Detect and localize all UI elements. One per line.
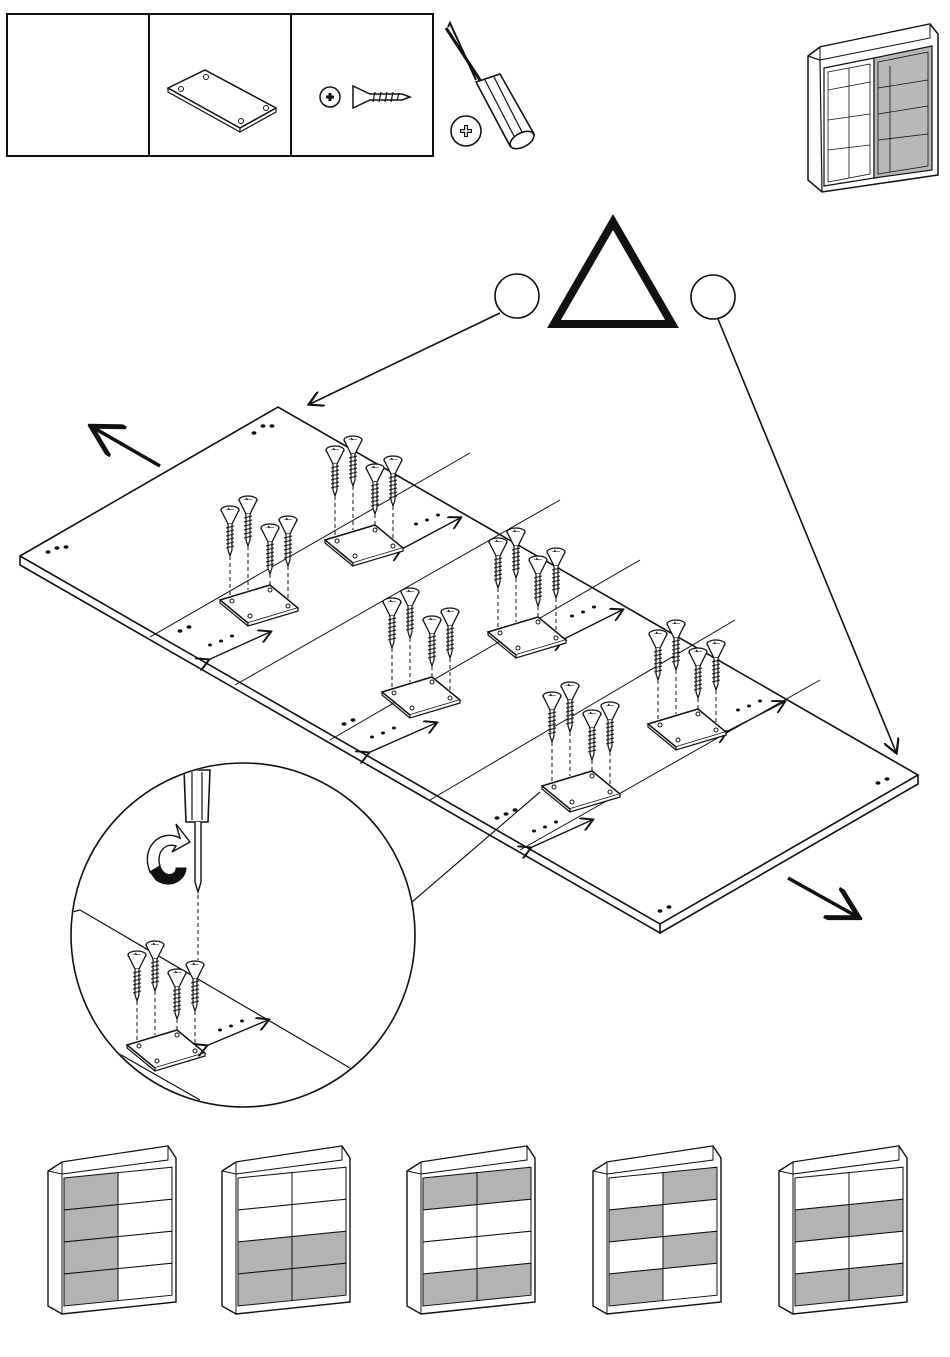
wardrobe-variant-icon [222, 1146, 350, 1314]
wardrobe-variant-icon [48, 1146, 176, 1314]
detail-zoom-circle [60, 763, 415, 1107]
marker-circle-right [691, 275, 735, 319]
wardrobe-preview-icon [808, 24, 938, 192]
wardrobe-variant-icon [593, 1146, 721, 1314]
caution-triangle-icon [554, 222, 672, 324]
wardrobe-variant-icon [779, 1146, 907, 1314]
direction-arrow-left [94, 428, 160, 466]
screwdriver-icon [446, 23, 537, 152]
pointer-line-left [310, 313, 500, 404]
marker-circle-left [495, 274, 539, 318]
wardrobe-variant-icon [407, 1146, 535, 1314]
screw-icon [320, 86, 410, 108]
direction-arrow-right [788, 878, 856, 916]
connector-plate-icon [168, 70, 276, 132]
